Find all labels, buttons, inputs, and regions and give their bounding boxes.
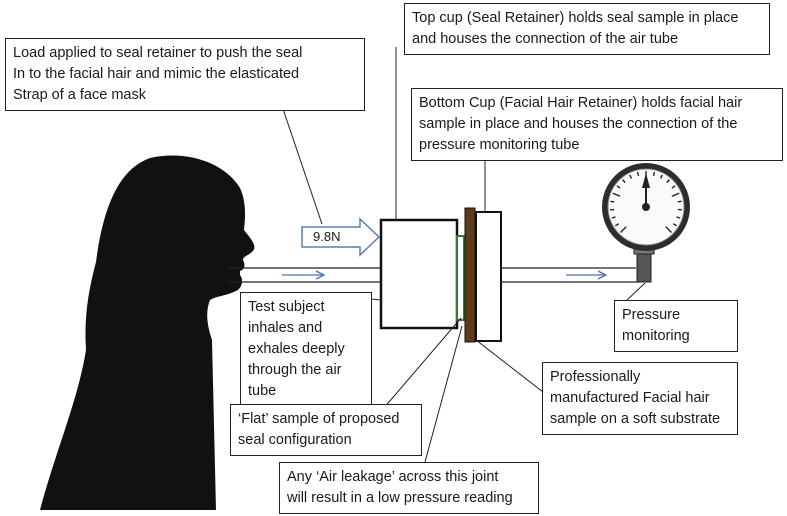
gauge-tick (671, 192, 680, 197)
gauge-tick (610, 200, 615, 203)
gauge-tick (629, 174, 633, 179)
callout-facial-hair-line: Professionally (550, 369, 641, 385)
gauge-tick (622, 179, 626, 184)
bottom-cup-facial-hair-retainer (475, 211, 502, 342)
gauge-tick (652, 171, 656, 177)
facial-hair-sample (464, 207, 476, 343)
top-cup-seal-retainer (379, 218, 459, 330)
callout-facial-hair: Professionally manufactured Facial hair … (542, 362, 738, 435)
callout-top-cup-line: and houses the connection of the air tub… (412, 31, 679, 47)
callout-pressure-line: monitoring (622, 328, 690, 344)
callout-bottom-cup-line: sample in place and houses the connectio… (419, 116, 738, 132)
gauge-tick (672, 223, 678, 227)
gauge-tick (665, 226, 672, 233)
callout-bottom-cup: Bottom Cup (Facial Hair Retainer) holds … (411, 88, 783, 161)
head-silhouette-icon (40, 155, 255, 511)
callout-air-leakage-line: will result in a low pressure reading (287, 490, 513, 506)
gauge-tick (666, 179, 670, 184)
gauge-tick (676, 216, 681, 219)
callout-load-line: Load applied to seal retainer to push th… (13, 45, 303, 61)
gauge-tick (614, 223, 620, 227)
callout-load: Load applied to seal retainer to push th… (5, 38, 365, 111)
gauge-tick (616, 185, 621, 189)
callout-test-subject-line: Test subject (248, 299, 325, 315)
callout-bottom-cup-line: pressure monitoring tube (419, 137, 580, 153)
callout-flat-sample: ‘Flat’ sample of proposed seal configura… (230, 404, 422, 456)
callout-bottom-cup-line: Bottom Cup (Facial Hair Retainer) holds … (419, 95, 743, 111)
flow-arrow-icon-head (315, 270, 326, 280)
gauge-tick (671, 185, 676, 189)
callout-pressure-monitoring: Pressure monitoring (614, 300, 738, 352)
callout-load-line: Strap of a face mask (13, 87, 146, 103)
callout-air-leakage: Any ‘Air leakage’ across this joint will… (279, 462, 539, 514)
gauge-tick (677, 200, 682, 203)
gauge-tick (636, 171, 640, 177)
gauge-tick (611, 216, 616, 219)
callout-test-subject-line: through the air (248, 362, 342, 378)
callout-flat-sample-line: ‘Flat’ sample of proposed (238, 411, 400, 427)
callout-top-cup: Top cup (Seal Retainer) holds seal sampl… (404, 3, 770, 55)
callout-facial-hair-line: manufactured Facial hair (550, 390, 710, 406)
leader-lines (281, 47, 646, 463)
pressure-gauge-icon (602, 163, 690, 283)
callout-facial-hair-line: sample on a soft substrate (550, 411, 721, 427)
callout-flat-sample-line: seal configuration (238, 432, 352, 448)
flow-arrow-icon-head (597, 270, 608, 280)
callout-air-leakage-line: Any ‘Air leakage’ across this joint (287, 469, 499, 485)
gauge-tick (620, 226, 627, 233)
callout-test-subject-line: tube (248, 383, 277, 399)
force-arrow-icon (301, 217, 381, 257)
callout-top-cup-line: Top cup (Seal Retainer) holds seal sampl… (412, 10, 739, 26)
gauge-tick (659, 174, 663, 179)
force-label: 9.8N (313, 229, 341, 244)
flat-seal-sample (456, 235, 465, 321)
callout-pressure-line: Pressure (622, 307, 681, 323)
callout-test-subject: Test subject inhales and exhales deeply … (240, 292, 372, 407)
callout-test-subject-line: exhales deeply (248, 341, 345, 357)
gauge-tick (612, 192, 621, 197)
callout-test-subject-line: inhales and (248, 320, 323, 336)
callout-load-line: In to the facial hair and mimic the elas… (13, 66, 300, 82)
